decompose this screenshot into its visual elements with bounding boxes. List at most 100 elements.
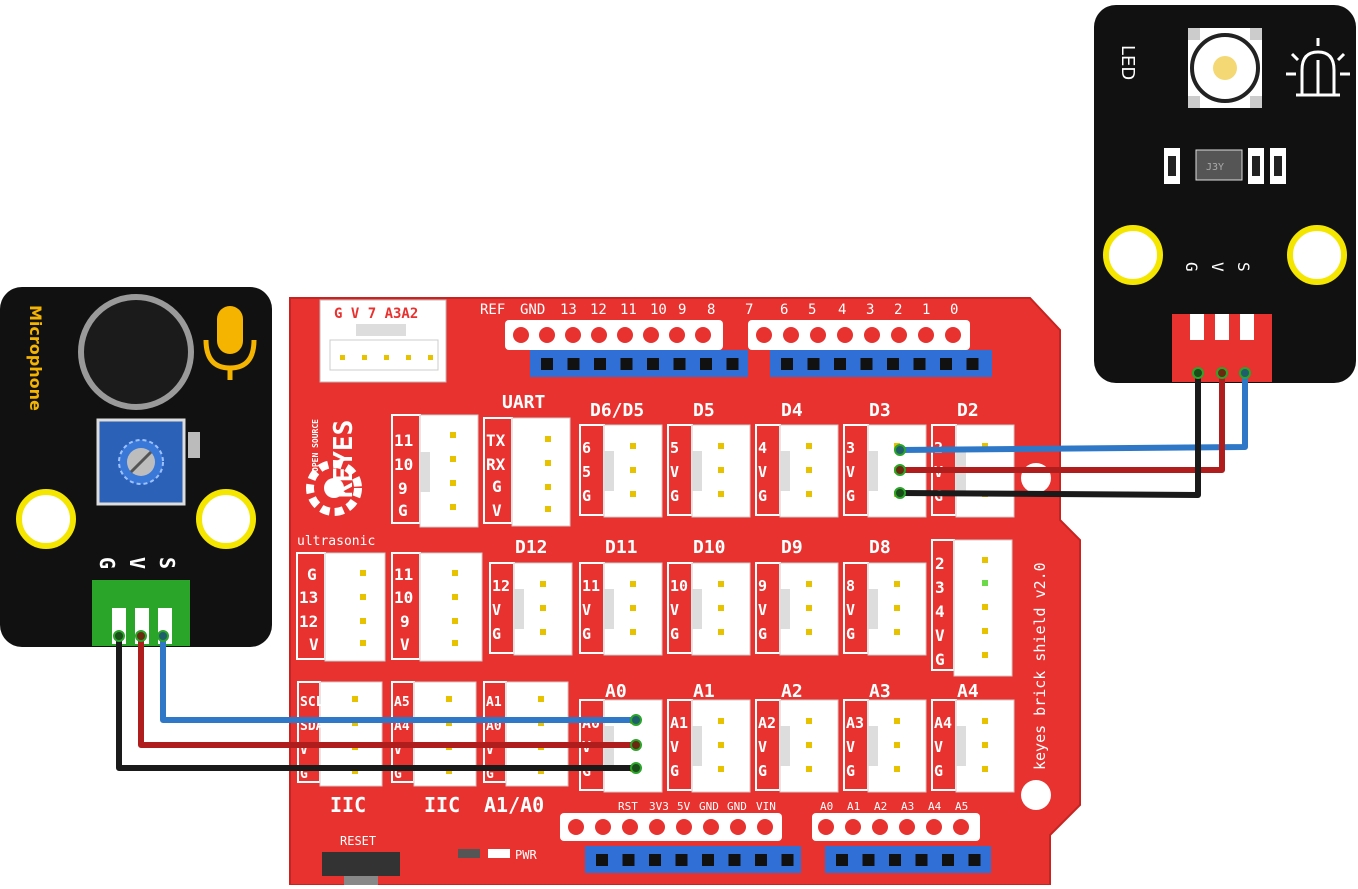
top-header-pin-label: 7 xyxy=(745,302,753,318)
header-pin xyxy=(620,358,633,370)
ultrasonic-pin-label: G xyxy=(307,565,317,584)
connector-pin-label: V xyxy=(670,601,679,619)
smd-components: J3Y xyxy=(1164,148,1286,184)
uart-pin-label: RX xyxy=(486,455,506,474)
header-pad xyxy=(568,819,584,835)
top-header-pin-label: 13 xyxy=(560,302,577,318)
bottom-connector-pin-label: SCL xyxy=(300,695,324,710)
top-header-pin-label: 2 xyxy=(894,302,902,318)
right-connector-pin-label: V xyxy=(935,626,945,645)
header-pad xyxy=(810,327,826,343)
mic-pin-g: G xyxy=(95,557,119,569)
connector-title: D9 xyxy=(781,537,803,558)
right-connector-pin-label: G xyxy=(935,650,945,669)
lightbulb-icon xyxy=(1286,38,1350,97)
header-pad xyxy=(818,819,834,835)
bottom-connector-pin-label: A5 xyxy=(394,695,410,710)
blue-header-top-left xyxy=(530,350,748,377)
bottom-connector-pin-label: G xyxy=(394,767,402,782)
connector-pin-label: V xyxy=(670,463,679,481)
header-pin xyxy=(781,854,794,866)
power-pin-label: GND xyxy=(699,800,719,813)
power-pin-label: VIN xyxy=(756,800,776,813)
header-pad xyxy=(757,819,773,835)
header-pad xyxy=(513,327,529,343)
header-pad xyxy=(926,819,942,835)
header-pin xyxy=(594,358,606,370)
shield-version-text: keyes brick shield v2.0 xyxy=(1031,562,1049,770)
connector-pin-label: 6 xyxy=(582,439,591,457)
connector-pin-label: V xyxy=(758,601,767,619)
top-header-pin-label: 4 xyxy=(838,302,846,318)
connector-pin-label: V xyxy=(582,601,591,619)
wire-endpoints xyxy=(113,367,1251,774)
connector-pin-label: G xyxy=(846,762,855,780)
bottom-connector-pin-label: G xyxy=(486,767,494,782)
connector-pin-label: A3 xyxy=(846,714,864,732)
connector-title: D2 xyxy=(957,400,979,421)
power-pin-label: 5V xyxy=(677,800,691,813)
top-header-pin-label: 3 xyxy=(866,302,874,318)
header-pin xyxy=(836,854,848,866)
wires xyxy=(116,373,1248,771)
analog-pin-label: A3 xyxy=(901,800,914,813)
connector-pin-label: V xyxy=(846,738,855,756)
top-header-pin-label: 8 xyxy=(707,302,715,318)
header-pin xyxy=(596,854,608,866)
header-pad xyxy=(643,327,659,343)
top-header-pin-label: 1 xyxy=(922,302,930,318)
header-pin xyxy=(968,854,981,866)
connector-title: D4 xyxy=(781,400,803,421)
wire-led-gnd xyxy=(899,373,1201,498)
header-pad xyxy=(953,819,969,835)
analog-pin-label: A2 xyxy=(874,800,887,813)
microphone-title: Microphone xyxy=(26,305,45,411)
pwm-pin-label: 10 xyxy=(394,455,413,474)
connector-title: D8 xyxy=(869,537,891,558)
right-connector-pin-label: 2 xyxy=(935,554,945,573)
microphone-capsule xyxy=(78,294,194,410)
mounting-hole xyxy=(1021,780,1051,810)
header-pin xyxy=(700,358,712,370)
connector-pin-label: G xyxy=(670,625,679,643)
connector-pin-label: G xyxy=(934,762,943,780)
top-header-pin-label: 10 xyxy=(650,302,667,318)
ultrasonic-pin-label: 13 xyxy=(299,588,318,607)
top-header-pin-label: 6 xyxy=(780,302,788,318)
topleft-connector-label: G V 7 A3A2 xyxy=(334,306,418,322)
mounting-pad xyxy=(16,489,76,549)
header-pin xyxy=(755,854,767,866)
right-connector: 2 3 4 V G xyxy=(931,539,1013,677)
pwm-pin-label: G xyxy=(398,501,408,520)
connector-pin-label: 10 xyxy=(670,577,688,595)
top-header-pin-label: 12 xyxy=(590,302,607,318)
header-pin xyxy=(541,358,553,370)
pwm-pin-label: 9 xyxy=(398,479,408,498)
reset-button: RESET xyxy=(322,834,400,885)
top-pad-strip-right xyxy=(748,320,970,350)
header-pin xyxy=(675,854,688,866)
bottom-connector-label: IIC xyxy=(424,793,460,817)
power-pin-label: RST xyxy=(618,800,638,813)
led-module: LED J3Y G V S xyxy=(1094,5,1356,383)
microphone-module: Microphone G V S xyxy=(0,287,272,647)
header-pin xyxy=(622,854,635,866)
header-pad xyxy=(695,327,711,343)
header-pin xyxy=(860,358,873,370)
pwm-pin-label: 11 xyxy=(394,431,413,450)
ultrasonic-connector: ultrasonic G 13 12 V xyxy=(296,534,386,662)
connector-pin-label: G xyxy=(582,625,591,643)
header-pin xyxy=(647,358,659,370)
header-pin xyxy=(915,854,928,866)
header-pad xyxy=(899,819,915,835)
header-pin xyxy=(913,358,926,370)
potentiometer-icon xyxy=(96,418,200,506)
reset-label: RESET xyxy=(340,834,376,848)
row2-left-pin-label: 9 xyxy=(400,612,410,631)
